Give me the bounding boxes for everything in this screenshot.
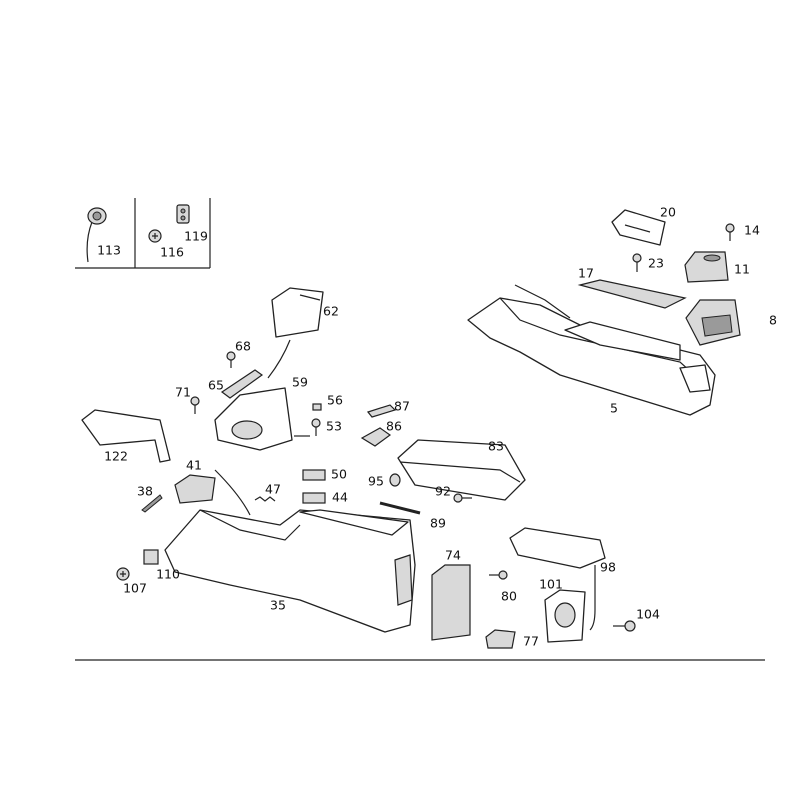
callout-122: 122 [104, 448, 128, 464]
part-23-screw [632, 253, 642, 272]
callout-80: 80 [501, 588, 517, 604]
callout-86: 86 [386, 418, 402, 434]
part-101-holder [544, 589, 586, 643]
callout-20: 20 [660, 204, 676, 220]
part-41-ashtray [174, 474, 216, 504]
part-83-armrest [397, 439, 526, 501]
part-20-bracket [611, 209, 666, 246]
part-11-cover [684, 251, 729, 283]
part-98-tray [509, 527, 606, 631]
part-71-screw [190, 396, 200, 414]
part-113-socket [86, 207, 107, 263]
part-86-hinge [360, 427, 392, 447]
callout-98: 98 [600, 559, 616, 575]
callout-110: 110 [156, 566, 180, 582]
part-95-bushing [389, 473, 401, 487]
part-35-front-console [164, 469, 416, 633]
callout-95: 95 [368, 473, 384, 489]
callout-5: 5 [610, 400, 618, 416]
part-68-screw [226, 351, 236, 368]
part-50-clip [302, 469, 326, 481]
callout-77: 77 [523, 633, 539, 649]
part-87-plate [366, 404, 397, 418]
callout-71: 71 [175, 384, 191, 400]
callout-83: 83 [488, 438, 504, 454]
callout-104: 104 [636, 606, 660, 622]
inset-frame [75, 198, 211, 269]
callout-116: 116 [160, 244, 184, 260]
part-92-screw [453, 493, 472, 503]
part-5-rear-console [467, 284, 716, 416]
part-38-strip [141, 494, 163, 513]
part-104-screw [613, 620, 636, 632]
callout-62: 62 [323, 303, 339, 319]
callout-50: 50 [331, 466, 347, 482]
part-80-screw [489, 570, 508, 580]
callout-119: 119 [184, 228, 208, 244]
callout-89: 89 [430, 515, 446, 531]
part-56-clip [312, 403, 322, 411]
callout-44: 44 [332, 489, 348, 505]
part-122-side-trim [81, 409, 171, 463]
callout-68: 68 [235, 338, 251, 354]
part-53-screw [311, 418, 321, 436]
part-119-clip [176, 204, 190, 224]
callout-47: 47 [265, 481, 281, 497]
callout-23: 23 [648, 255, 664, 271]
part-65-trim [220, 369, 264, 399]
callout-113: 113 [97, 242, 121, 258]
part-77-block [485, 629, 516, 649]
callout-14: 14 [744, 222, 760, 238]
part-89-strut [379, 501, 421, 515]
part-74-panel [431, 564, 471, 641]
part-107-screw [116, 567, 130, 581]
part-62-cover [271, 287, 324, 338]
part-110-clip [143, 549, 159, 565]
part-59-cupholder [214, 387, 293, 451]
part-17-lid-pad [577, 279, 687, 309]
callout-38: 38 [137, 483, 153, 499]
part-44-clip [302, 492, 326, 504]
callout-8: 8 [769, 312, 777, 328]
callout-65: 65 [208, 377, 224, 393]
callout-17: 17 [578, 265, 594, 281]
part-8-ashtray [685, 299, 741, 346]
part-116-screw [148, 229, 162, 243]
callout-87: 87 [394, 398, 410, 414]
callout-11: 11 [734, 261, 750, 277]
callout-53: 53 [326, 418, 342, 434]
callout-107: 107 [123, 580, 147, 596]
callout-56: 56 [327, 392, 343, 408]
callout-74: 74 [445, 547, 461, 563]
callout-59: 59 [292, 374, 308, 390]
callout-101: 101 [539, 576, 563, 592]
callout-92: 92 [435, 483, 451, 499]
callout-35: 35 [270, 597, 286, 613]
part-14-screw [725, 223, 735, 241]
callout-41: 41 [186, 457, 202, 473]
part-47-wire [254, 496, 276, 502]
arrow-62 [267, 339, 291, 379]
